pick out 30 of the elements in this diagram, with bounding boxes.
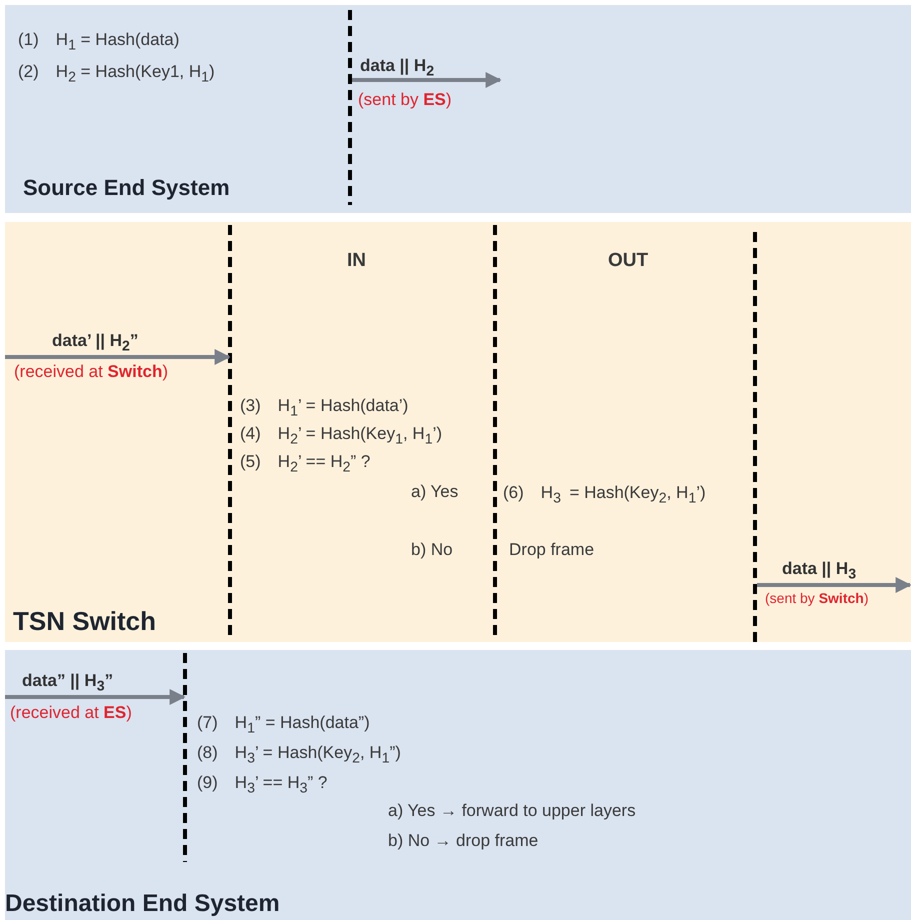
- formula-step: (3) H$_{1}$’ = Hash(data’): [240, 396, 408, 420]
- formula-step: a) Yes → forward to upper layers: [388, 801, 636, 821]
- formula-step: (2) H$_{2}$ = Hash(Key1, H$_{1}$): [18, 62, 215, 86]
- status-note: (received at ES): [10, 703, 132, 723]
- formula-step: Drop frame: [509, 540, 594, 560]
- status-note: (sent by Switch): [765, 590, 868, 606]
- formula-step: (9) H$_{3}$’ == H$_{3}$” ?: [197, 773, 328, 796]
- status-note: (sent by ES): [358, 90, 452, 110]
- frame-label: data’ || H$_{2}$”: [52, 331, 138, 354]
- formula-step: a) Yes: [411, 482, 458, 502]
- frame-label: data || H$_{2}$: [360, 56, 434, 80]
- formula-step: (7) H$_{1}$” = Hash(data”): [197, 713, 370, 736]
- formula-step: (4) H$_{2}$’ = Hash(Key$_{1}$, H$_{1}$’): [240, 424, 442, 448]
- section-heading: Destination End System: [5, 890, 280, 918]
- system-band: [5, 222, 911, 642]
- formula-step: (6) H$_{3}$ = Hash(Key$_{2}$, H$_{1}$’): [503, 483, 706, 506]
- system-band: [5, 5, 911, 213]
- formula-step: (5) H$_{2}$’ == H$_{2}$” ?: [240, 452, 370, 476]
- frame-label: data || H$_{3}$: [782, 559, 856, 582]
- column-heading: IN: [347, 250, 366, 272]
- status-note: (received at Switch): [14, 362, 168, 382]
- section-heading: Source End System: [23, 175, 230, 201]
- formula-step: (8) H$_{3}$’ = Hash(Key$_{2}$, H$_{1}$”): [197, 743, 401, 766]
- frame-label: data” || H$_{3}$”: [22, 671, 114, 694]
- column-heading: OUT: [608, 250, 648, 272]
- formula-step: (1) H$_{1}$ = Hash(data): [18, 30, 180, 54]
- formula-step: b) No → drop frame: [388, 831, 538, 851]
- formula-step: b) No: [411, 540, 453, 560]
- system-band: [5, 650, 911, 920]
- section-heading: TSN Switch: [13, 606, 156, 637]
